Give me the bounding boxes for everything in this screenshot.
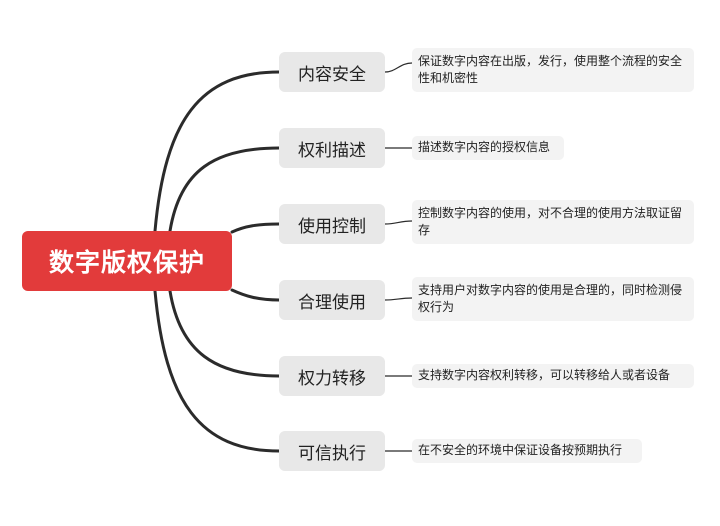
connector-root-branch-2 xyxy=(168,146,281,233)
leaf-topic-fair-use[interactable]: 支持用户对数字内容的使用是合理的，同时检测侵权行为 xyxy=(412,277,694,321)
connector-root-branch-4 xyxy=(230,288,281,302)
leaf-topic-trusted-execution[interactable]: 在不安全的环境中保证设备按预期执行 xyxy=(412,439,642,463)
branch-topic-rights-description[interactable]: 权利描述 xyxy=(279,128,385,168)
branch-topic-trusted-execution[interactable]: 可信执行 xyxy=(279,431,385,471)
leaf-topic-rights-transfer[interactable]: 支持数字内容权利转移，可以转移给人或者设备 xyxy=(412,364,694,388)
leaf-topic-usage-control[interactable]: 控制数字内容的使用，对不合理的使用方法取证留存 xyxy=(412,200,694,244)
connector-leaf-1 xyxy=(384,62,413,73)
leaf-topic-rights-description[interactable]: 描述数字内容的授权信息 xyxy=(412,136,564,160)
connector-leaf-4 xyxy=(384,297,413,301)
connector-leaf-3 xyxy=(384,220,413,225)
leaf-topic-content-security[interactable]: 保证数字内容在出版，发行，使用整个流程的安全性和机密性 xyxy=(412,48,694,92)
branch-topic-content-security[interactable]: 内容安全 xyxy=(279,52,385,92)
branch-topic-usage-control[interactable]: 使用控制 xyxy=(279,204,385,244)
connector-root-branch-5 xyxy=(168,289,281,378)
branch-topic-rights-transfer[interactable]: 权力转移 xyxy=(279,356,385,396)
connector-root-branch-6 xyxy=(153,289,281,453)
branch-topic-fair-use[interactable]: 合理使用 xyxy=(279,280,385,320)
root-topic[interactable]: 数字版权保护 xyxy=(22,231,232,291)
connector-root-branch-1 xyxy=(153,70,281,233)
connector-root-branch-3 xyxy=(230,222,281,234)
